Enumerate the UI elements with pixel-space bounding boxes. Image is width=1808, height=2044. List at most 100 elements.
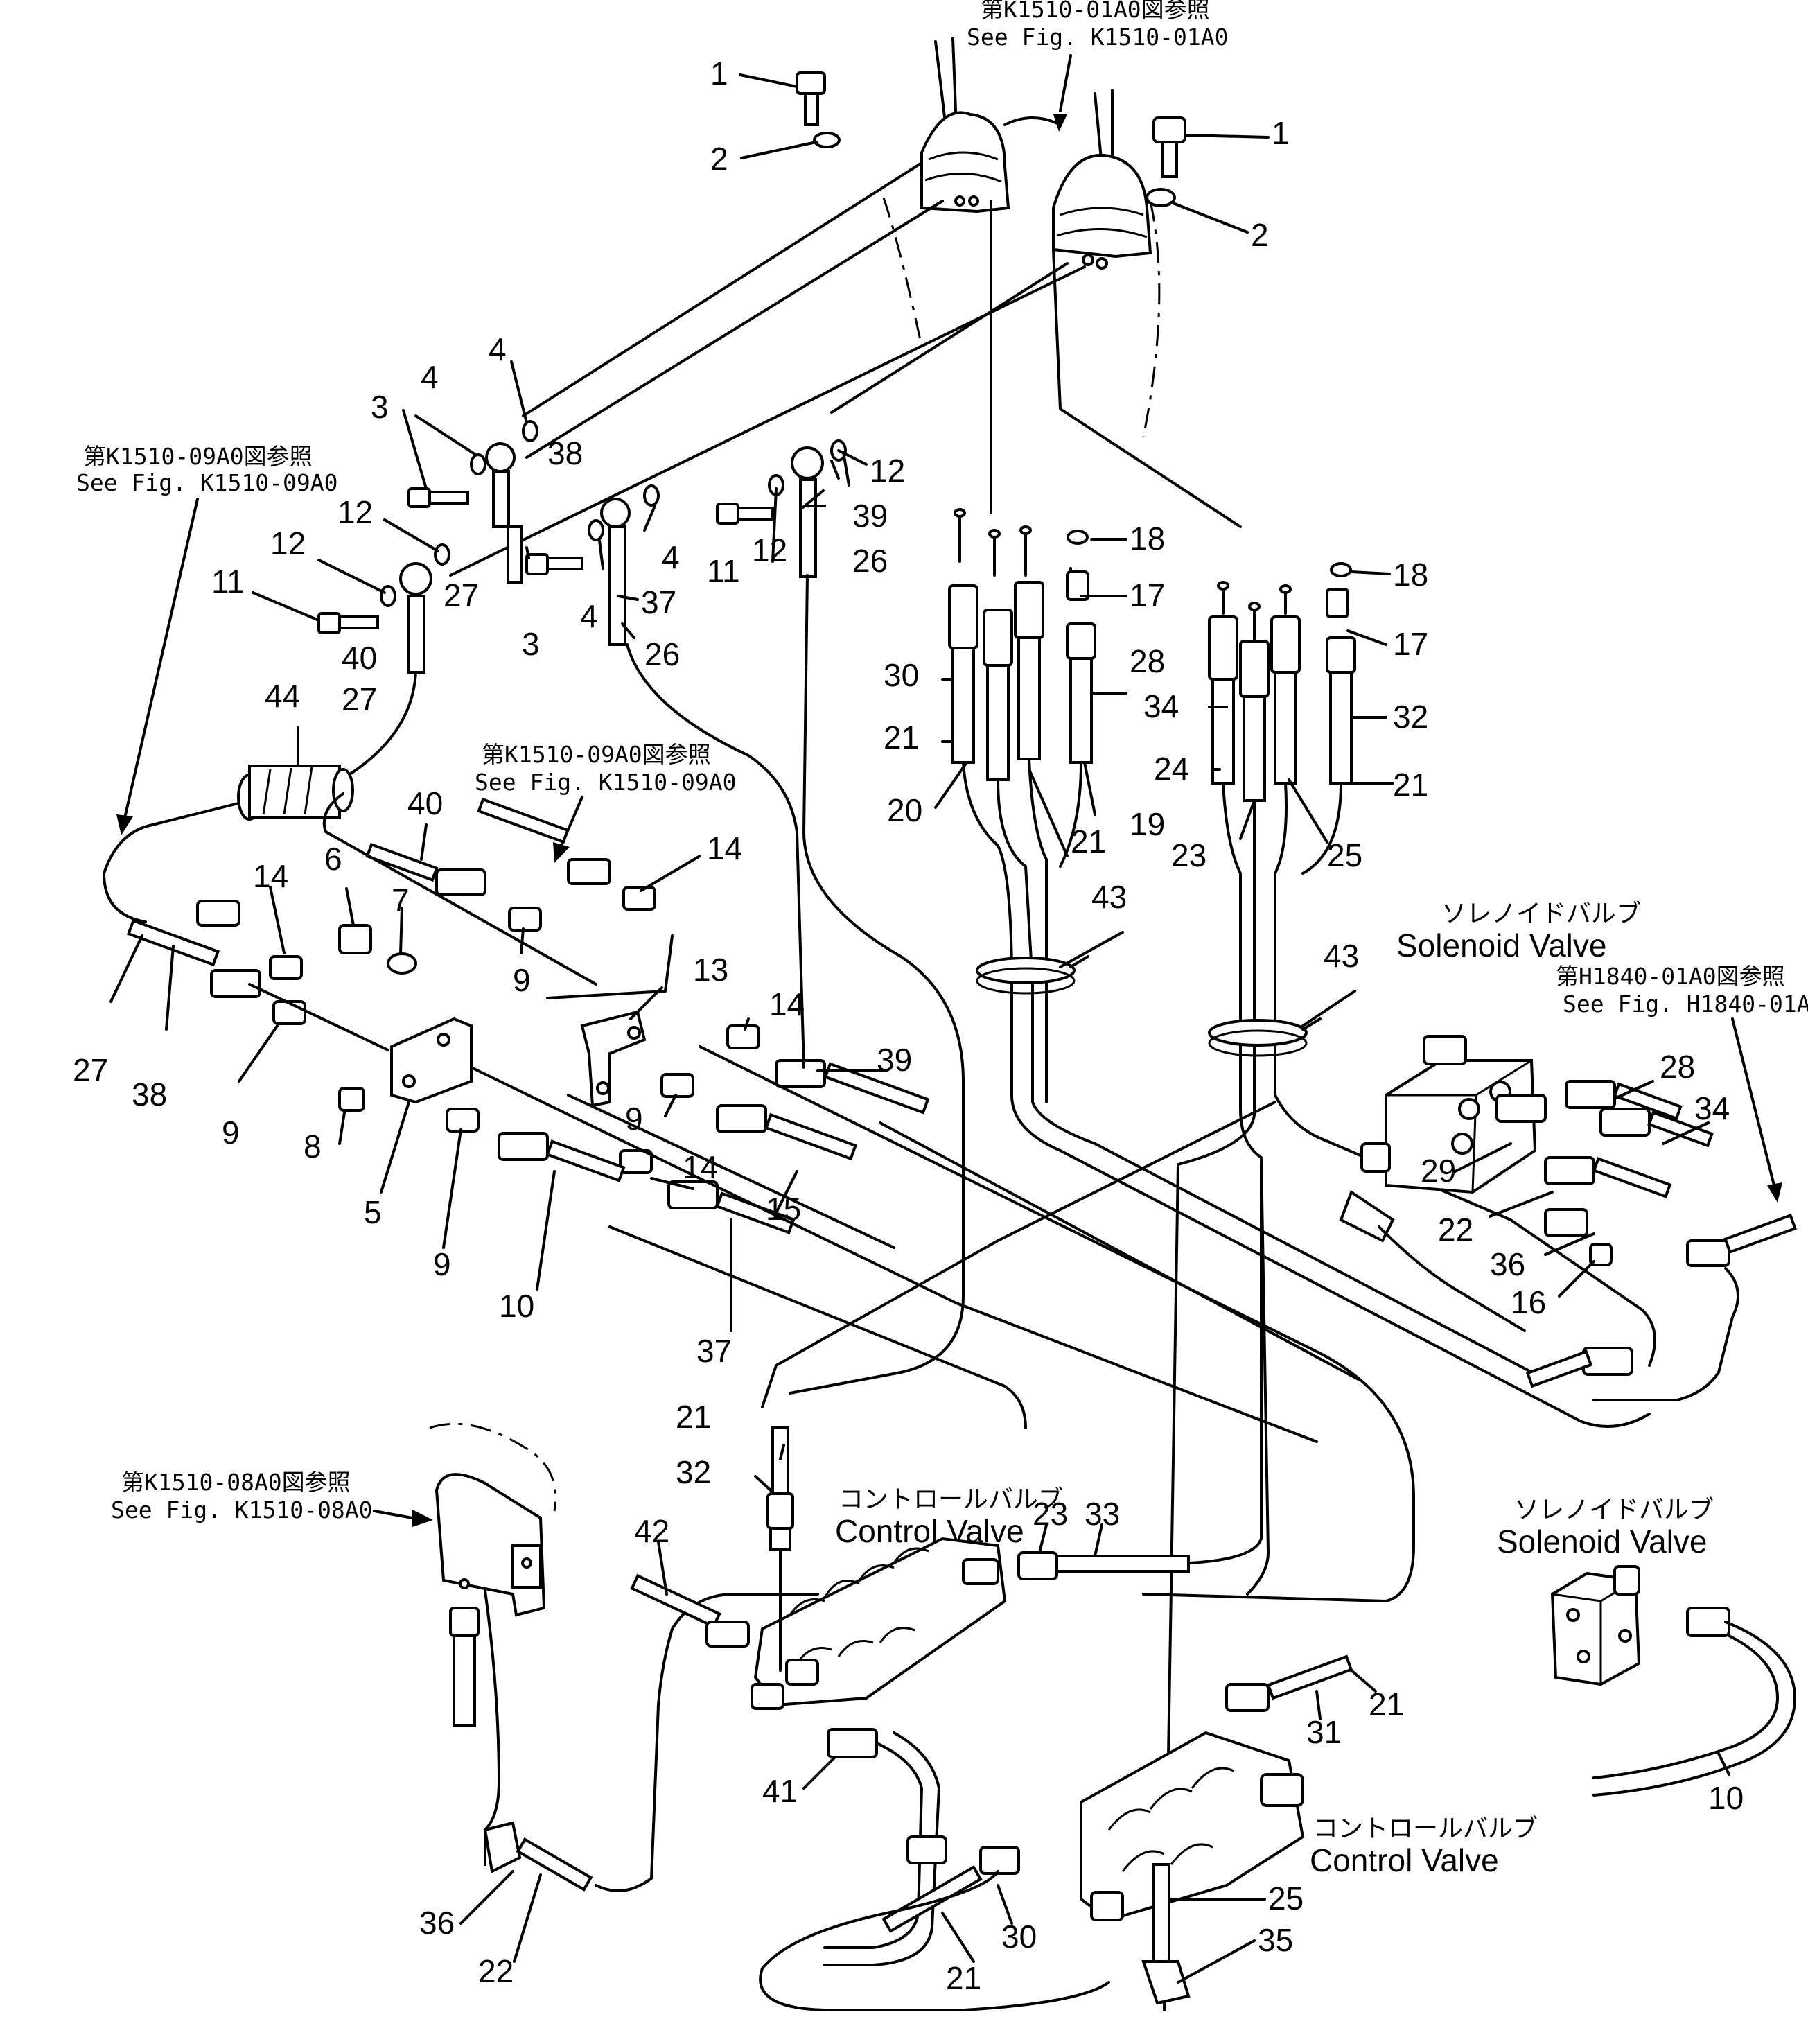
pipe-route-7	[626, 643, 805, 1069]
washer-4-b	[522, 420, 538, 442]
callout-23-upper: 23	[1171, 837, 1206, 873]
callout-9-b: 9	[513, 962, 531, 998]
ref-k1510-08a0-jp: 第K1510-08A0図参照	[121, 1469, 351, 1496]
solenoid-valve-lower	[1550, 1565, 1796, 1797]
callout-42: 42	[634, 1513, 669, 1549]
callout-32-lower: 32	[676, 1454, 711, 1490]
callout-14-a: 14	[253, 858, 288, 894]
plug-8	[338, 1087, 365, 1112]
callout-37-upper: 37	[641, 584, 676, 620]
callout-29: 29	[1421, 1153, 1456, 1189]
callout-33: 33	[1085, 1496, 1120, 1532]
callout-10-mid: 10	[499, 1288, 534, 1324]
pipe-route-10	[699, 1045, 1415, 1602]
pipe-route-1	[248, 983, 389, 1051]
callout-2-left: 2	[710, 141, 728, 177]
ref-k1510-09a0-left-jp: 第K1510-09A0図参照	[83, 443, 313, 470]
callout-4-b: 4	[421, 359, 439, 395]
callout-numbers: 1 2 1 2 4 4 3 38 12 12 11 27 40 27 3 4 3…	[73, 55, 1744, 1996]
callout-5: 5	[364, 1194, 382, 1230]
bolt-1-left	[796, 71, 826, 126]
callout-27-mid: 27	[342, 681, 377, 717]
callout-37-mid: 37	[696, 1333, 732, 1369]
callout-15: 15	[766, 1191, 801, 1227]
pipe-lever-right-a	[830, 262, 1069, 414]
pipe-route-3	[546, 934, 674, 999]
pipe-lever-right-b	[449, 265, 1086, 577]
eye-joint-40	[399, 562, 432, 674]
callout-21-c: 21	[1393, 767, 1428, 803]
callout-31: 31	[1306, 1714, 1342, 1750]
callout-17-right: 17	[1393, 626, 1428, 662]
hose-42	[630, 1573, 750, 1648]
ref-k1510-01a0-jp: 第K1510-01A0図参照	[981, 0, 1210, 23]
callout-30-upper: 30	[884, 657, 919, 693]
callout-21-d: 21	[676, 1399, 711, 1435]
pipe-route-11	[761, 1101, 1276, 1408]
hose-end-left	[196, 900, 240, 927]
callout-14-b: 14	[707, 830, 742, 866]
band-43-right	[1208, 1017, 1322, 1057]
callout-27-upper: 27	[444, 577, 479, 613]
callout-2-right: 2	[1251, 217, 1269, 253]
callout-6: 6	[324, 841, 342, 877]
leader-lines	[109, 73, 1730, 1984]
washer-4-c	[588, 519, 604, 541]
washer-4-d	[643, 484, 660, 507]
callout-26-left: 26	[644, 636, 680, 672]
ref-k1510-08a0-en: See Fig. K1510-08A0	[111, 1496, 373, 1523]
callout-20: 20	[887, 792, 922, 828]
callout-17-left: 17	[1130, 577, 1165, 613]
callout-13: 13	[693, 952, 728, 988]
callout-18-left: 18	[1130, 521, 1165, 557]
callout-1-left: 1	[710, 55, 728, 91]
callout-40-mid: 40	[407, 785, 443, 821]
eye-joint-39	[791, 446, 824, 578]
callout-19: 19	[1130, 806, 1165, 842]
callout-38-left: 38	[132, 1076, 167, 1112]
callout-41: 41	[762, 1773, 798, 1809]
callout-30-lower: 30	[1001, 1919, 1037, 1955]
fitting-14-b	[622, 886, 656, 911]
callout-7: 7	[392, 882, 410, 918]
callout-34-upper: 34	[1143, 688, 1179, 724]
callout-9-a: 9	[222, 1115, 240, 1151]
fitting-9-a	[272, 1000, 306, 1025]
callout-14-d: 14	[683, 1149, 718, 1185]
callout-21-b: 21	[1071, 823, 1106, 859]
callout-43-left: 43	[1091, 879, 1127, 915]
bolt-3-lower	[525, 553, 583, 575]
callout-24: 24	[1154, 751, 1189, 787]
callout-38-upper: 38	[547, 435, 583, 471]
callout-21-a: 21	[884, 719, 919, 755]
callout-25-upper: 25	[1327, 837, 1362, 873]
fitting-14-c	[726, 1024, 760, 1049]
right-pilot-lever	[1052, 89, 1152, 270]
callout-25-lower: 25	[1268, 1880, 1304, 1916]
solenoid-valve-lower-jp: ソレノイドバルブ	[1514, 1495, 1714, 1523]
callout-32-upper: 32	[1393, 699, 1428, 735]
callout-21-e: 21	[946, 1960, 981, 1996]
callout-14-c: 14	[769, 986, 805, 1022]
callout-22-right: 22	[1438, 1212, 1473, 1248]
callout-27-left: 27	[73, 1052, 108, 1088]
ref-arrow-k1510-09a0-left	[123, 498, 199, 819]
fitting-9-d	[446, 1108, 480, 1133]
solenoid-valve-upper-jp: ソレノイドバルブ	[1441, 899, 1641, 927]
eye-joint-38	[485, 442, 516, 528]
fitting-14-a	[269, 955, 303, 980]
ref-k1510-09a0-mid-jp: 第K1510-09A0図参照	[482, 741, 711, 768]
lever-dash-1	[882, 197, 923, 347]
bolt-11-right	[716, 503, 774, 525]
callout-12-d: 12	[870, 453, 905, 489]
hose-protector-44	[237, 765, 354, 821]
hose-25-35	[1141, 1863, 1191, 2005]
washer-2-left	[813, 132, 841, 148]
ref-k1510-01a0-en: See Fig. K1510-01A0	[967, 24, 1229, 51]
control-valve-upper	[751, 1537, 1007, 1710]
hose-31-21	[1225, 1654, 1353, 1712]
washer-2-right	[1146, 188, 1176, 207]
lever-link	[1003, 116, 1062, 126]
control-valve-lower-jp: コントロールバルブ	[1313, 1814, 1538, 1842]
pipe-route-2	[470, 1066, 1318, 1443]
